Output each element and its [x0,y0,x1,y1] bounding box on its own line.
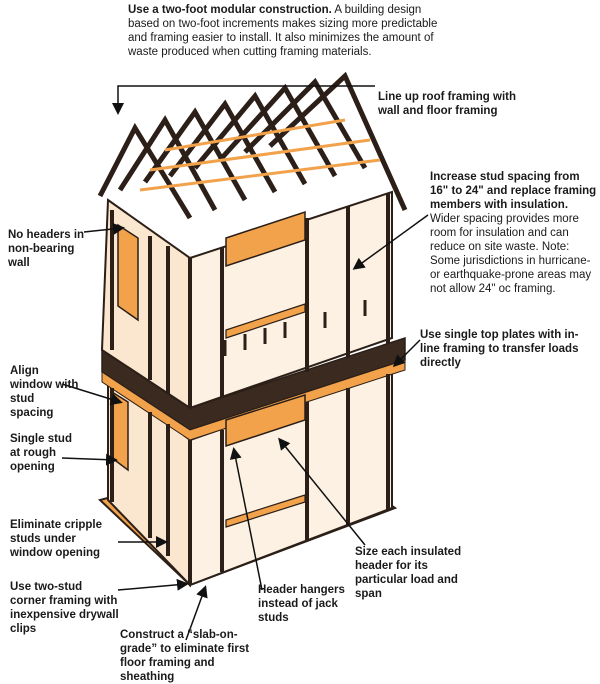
stud-spacing-label: Increase stud spacing from 16" to 24" an… [430,170,598,296]
roof-line-text: Line up roof framing with wall and floor… [378,91,516,117]
modular-construction-body: A building design based on two-foot incr… [128,4,438,58]
no-headers-label: No headers in non-bearing wall [8,228,88,270]
floor-joists [223,300,367,356]
cripple-studs-text: Eliminate cripple studs under window ope… [10,519,103,559]
modular-construction-label: Use a two-foot modular construction. A b… [128,3,448,59]
no-headers-text: No headers in non-bearing wall [8,229,85,269]
cripple-studs-label: Eliminate cripple studs under window ope… [10,518,118,560]
floor-deck [101,359,406,441]
roof-webbing [139,118,381,192]
two-stud-text: Use two-stud corner framing with inexpen… [10,581,119,635]
modular-construction-title: Use a two-foot modular construction. [128,4,332,16]
left-window-upper [117,223,139,322]
roof-trusses [97,71,408,220]
roof-line-label: Line up roof framing with wall and floor… [378,90,528,118]
slab-text: Construct a “slab-on-grade” to eliminate… [120,629,250,683]
top-plates-label: Use single top plates with in-line frami… [420,328,580,370]
stud-spacing-title: Increase stud spacing from 16" to 24" an… [430,171,597,211]
header-hangers-label: Header hangers instead of jack studs [258,583,353,625]
two-stud-label: Use two-stud corner framing with inexpen… [10,580,120,636]
top-plates-text: Use single top plates with in-line frami… [420,329,579,369]
align-window-label: Align window with stud spacing [10,364,80,420]
stud-spacing-body: Wider spacing provides more room for ins… [430,213,592,295]
studs [110,194,390,585]
leader-arrows [61,85,429,641]
slab-label: Construct a “slab-on-grade” to eliminate… [120,628,270,684]
single-stud-text: Single stud at rough opening [10,433,72,473]
size-header-text: Size each insulated header for its parti… [355,546,462,600]
single-stud-label: Single stud at rough opening [10,432,80,474]
header-hangers-text: Header hangers instead of jack studs [258,584,345,624]
size-header-label: Size each insulated header for its parti… [355,545,465,601]
align-window-text: Align window with stud spacing [10,365,79,419]
left-window-lower [111,390,129,472]
